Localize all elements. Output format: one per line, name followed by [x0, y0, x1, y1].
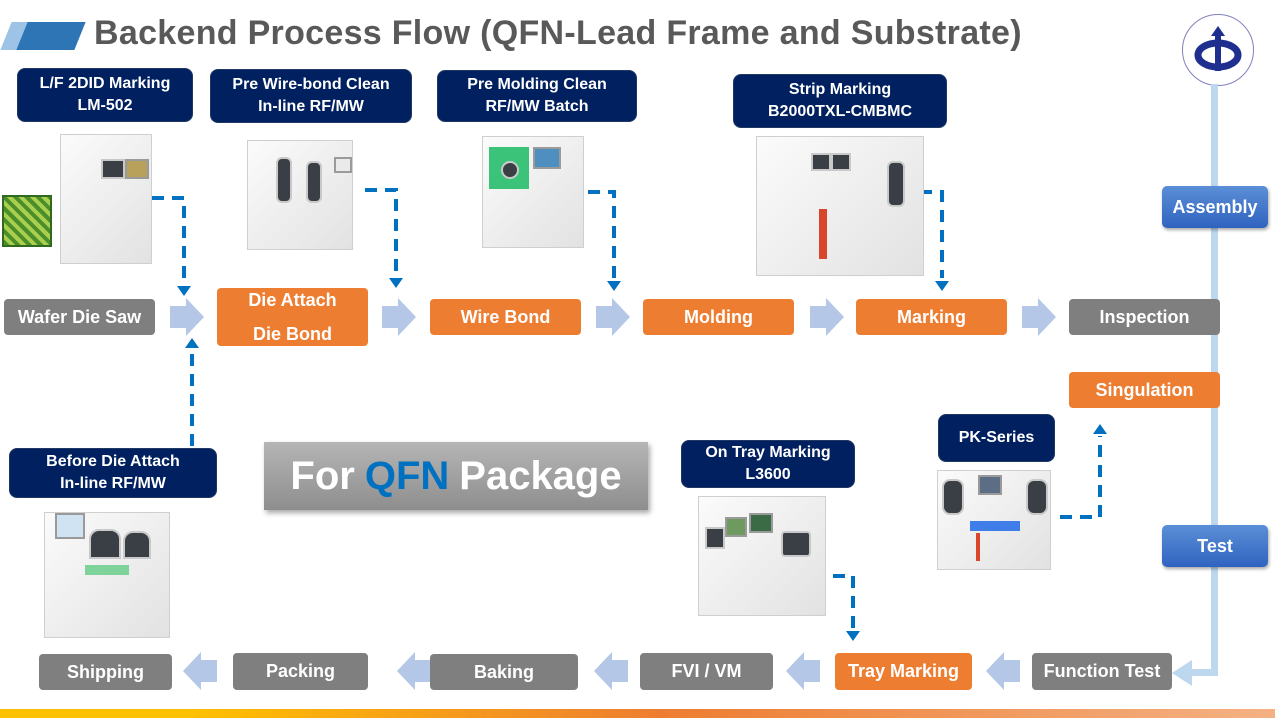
- dashed-arrowhead: [185, 338, 199, 348]
- step-die-attach[interactable]: Die Attach Die Bond: [217, 288, 368, 346]
- machine-pre-wirebond-image: [247, 140, 353, 250]
- equipment-model: B2000TXL-CMBMC: [767, 103, 912, 120]
- flow-arrow: [170, 298, 204, 336]
- step-shipping[interactable]: Shipping: [39, 654, 172, 690]
- step-tray-marking[interactable]: Tray Marking: [835, 653, 972, 690]
- machine-pre-molding-image: [482, 136, 584, 248]
- machine-strip-marking-image: [756, 136, 924, 276]
- step-baking[interactable]: Baking: [430, 654, 578, 690]
- equipment-name: Pre Molding Clean: [467, 76, 607, 93]
- footer-gradient-bar: [0, 709, 1275, 718]
- package-banner: For QFN Package: [264, 442, 648, 510]
- flow-arrow: [382, 298, 416, 336]
- dashed-connector: [833, 574, 855, 628]
- equipment-label-strip-marking: Strip Marking B2000TXL-CMBMC: [733, 74, 947, 128]
- machine-pk-series-image: [937, 470, 1051, 570]
- equipment-model: RF/MW Batch: [485, 98, 589, 115]
- dashed-arrowhead: [607, 281, 621, 291]
- equipment-label-pre-molding: Pre Molding Clean RF/MW Batch: [437, 70, 637, 122]
- phase-line-hook: [1190, 669, 1218, 676]
- equipment-name: On Tray Marking: [705, 444, 831, 461]
- flow-arrow: [397, 652, 431, 690]
- phase-test[interactable]: Test: [1162, 525, 1268, 567]
- company-logo-icon: [1182, 14, 1254, 86]
- flow-arrow: [986, 652, 1020, 690]
- dashed-connector: [365, 188, 398, 275]
- banner-prefix: For: [290, 453, 355, 498]
- dashed-connector: [588, 190, 616, 278]
- equipment-model: LM-502: [77, 97, 133, 114]
- step-wafer-die-saw[interactable]: Wafer Die Saw: [4, 299, 155, 335]
- step-wire-bond[interactable]: Wire Bond: [430, 299, 581, 335]
- step-molding[interactable]: Molding: [643, 299, 794, 335]
- dashed-connector: [1060, 436, 1102, 519]
- equipment-label-on-tray-marking: On Tray Marking L3600: [681, 440, 855, 488]
- flow-arrow: [810, 298, 844, 336]
- equipment-model: L3600: [745, 466, 791, 483]
- machine-lm502-image: [60, 134, 152, 264]
- flow-arrow: [594, 652, 628, 690]
- equipment-label-before-die-attach: Before Die Attach In-line RF/MW: [9, 448, 217, 498]
- dashed-arrowhead: [1093, 424, 1107, 434]
- flow-arrow: [183, 652, 217, 690]
- equipment-name: L/F 2DID Marking: [39, 75, 171, 92]
- step-die-attach-line2: Die Bond: [253, 324, 332, 344]
- equipment-label-pre-wirebond: Pre Wire-bond Clean In-line RF/MW: [210, 69, 412, 123]
- phase-assembly[interactable]: Assembly: [1162, 186, 1268, 228]
- equipment-model: In-line RF/MW: [258, 98, 364, 115]
- equipment-name: Strip Marking: [788, 81, 892, 98]
- dashed-arrowhead: [846, 631, 860, 641]
- step-fvi-vm[interactable]: FVI / VM: [640, 653, 773, 690]
- equipment-name: Before Die Attach: [46, 453, 180, 470]
- equipment-name: PK-Series: [958, 429, 1035, 446]
- flow-arrow: [1022, 298, 1056, 336]
- equipment-model: In-line RF/MW: [60, 475, 166, 492]
- step-packing[interactable]: Packing: [233, 653, 368, 690]
- step-marking[interactable]: Marking: [856, 299, 1007, 335]
- step-die-attach-line1: Die Attach: [248, 290, 337, 310]
- leadframe-2did-image: [2, 195, 52, 247]
- step-singulation[interactable]: Singulation: [1069, 372, 1220, 408]
- dashed-arrowhead: [935, 281, 949, 291]
- machine-before-die-attach-image: [44, 512, 170, 638]
- dashed-arrowhead: [177, 286, 191, 296]
- phase-line-arrowhead: [1172, 660, 1192, 686]
- banner-suffix: Package: [459, 453, 622, 498]
- dashed-connector: [900, 190, 944, 278]
- flow-arrow: [786, 652, 820, 690]
- flow-arrow: [596, 298, 630, 336]
- step-function-test[interactable]: Function Test: [1032, 653, 1172, 690]
- machine-on-tray-marking-image: [698, 496, 826, 616]
- equipment-name: Pre Wire-bond Clean: [232, 76, 390, 93]
- equipment-label-lf-2did: L/F 2DID Marking LM-502: [17, 68, 193, 122]
- step-inspection[interactable]: Inspection: [1069, 299, 1220, 335]
- equipment-label-pk-series: PK-Series: [938, 414, 1055, 462]
- dashed-arrowhead: [389, 278, 403, 288]
- banner-highlight: QFN: [364, 453, 450, 498]
- dashed-connector: [152, 196, 186, 282]
- page-title: Backend Process Flow (QFN-Lead Frame and…: [94, 14, 1022, 52]
